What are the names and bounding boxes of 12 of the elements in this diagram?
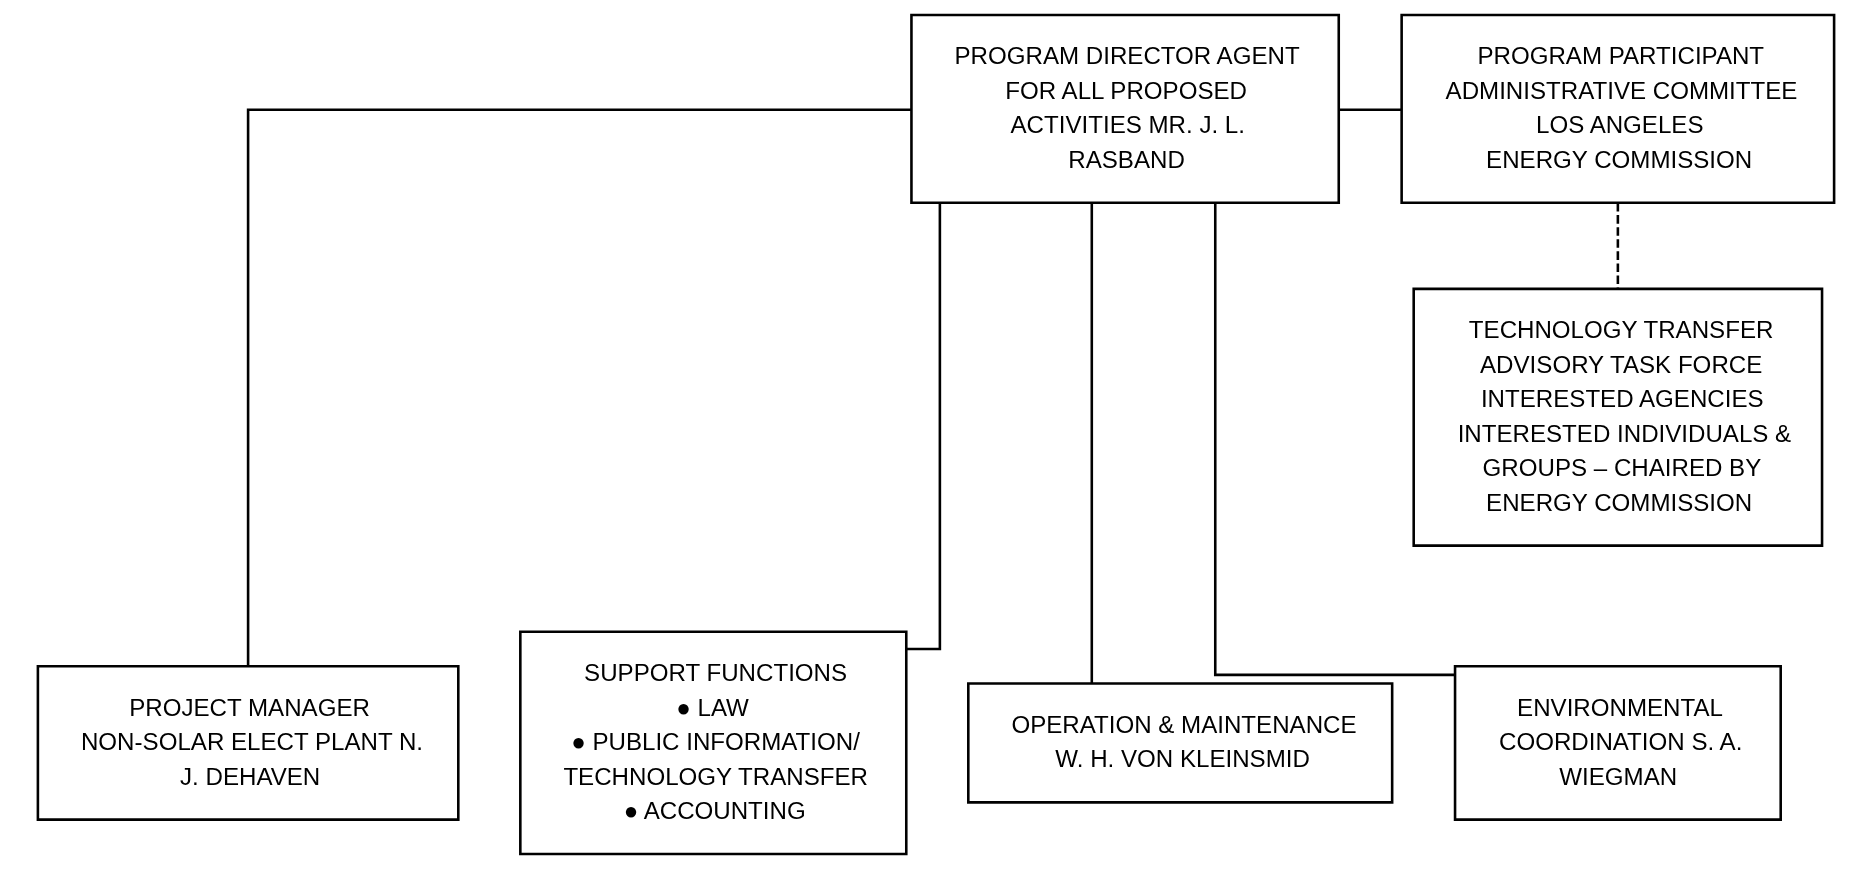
node-box: PROGRAM DIRECTOR AGENT FOR ALL PROPOSED ACTIVITIES MR. J. L. RASBAND (910, 13, 1341, 205)
node-box: PROGRAM PARTICIPANT ADMINISTRATIVE COMMITTEE LOS ANGELES ENERGY COMMISSION (1400, 13, 1836, 205)
connector (1090, 203, 1094, 684)
node-box: PROJECT MANAGER NON-SOLAR ELECT PLANT N. J. DEHAVEN (36, 664, 460, 821)
node-box: OPERATION & MAINTENANCE W. H. VON KLEINSMID (967, 682, 1394, 804)
connector (1339, 108, 1401, 111)
connector (246, 108, 912, 666)
connector (1213, 202, 1455, 677)
node-box: SUPPORT FUNCTIONS ● LAW ● PUBLIC INFORMATION/ TECHNOLOGY TRANSFER ● ACCOUNTING (519, 630, 908, 856)
connector (906, 202, 942, 651)
node-box: TECHNOLOGY TRANSFER ADVISORY TASK FORCE INTERESTED AGENCIES INTERESTED INDIVIDUALS & GROUPS – CHAIRED BY ENERGY COMMISSION (1412, 287, 1824, 547)
node-box: ENVIRONMENTAL COORDINATION S. A. WIEGMAN (1453, 664, 1782, 821)
